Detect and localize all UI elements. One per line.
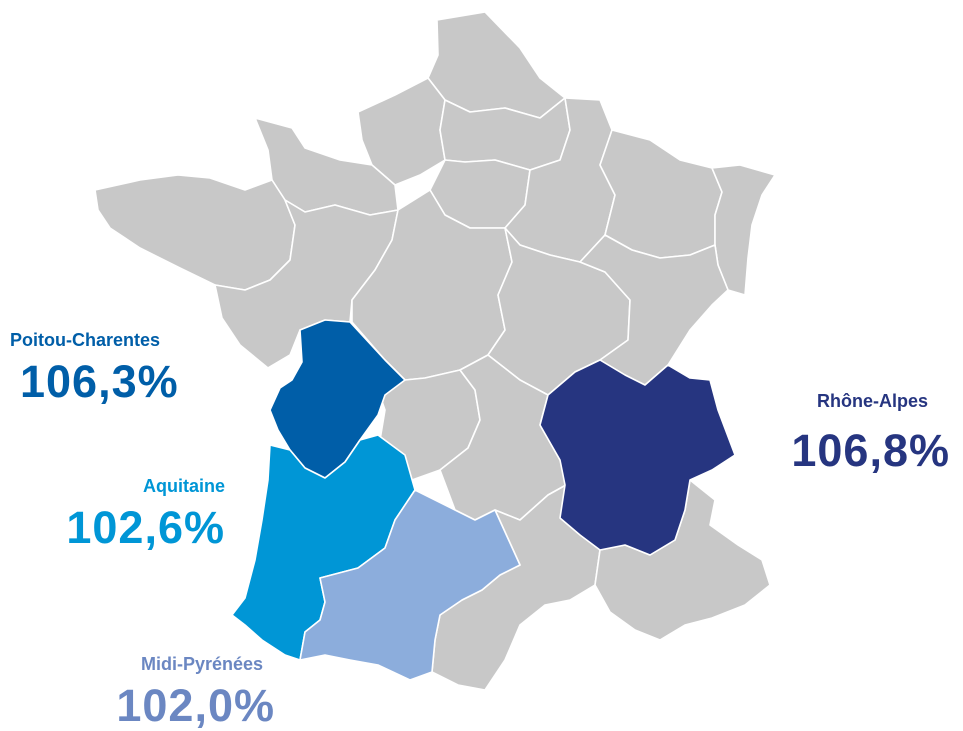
rhone-alpes-name: Rhône-Alpes (816, 391, 928, 411)
region-rhone-alpes (539, 359, 736, 556)
rhone-alpes-value: 106,8% (791, 425, 950, 476)
rhone-alpes-label: Rhône-Alpes 106,8% (770, 391, 950, 473)
aquitaine-label: Aquitaine 102,6% (40, 476, 225, 550)
midi-pyrenees-label: Midi-Pyrénées 102,0% (95, 654, 275, 728)
poitou-charentes-label: Poitou-Charentes 106,3% (10, 330, 179, 404)
region-alsace (711, 164, 776, 296)
poitou-charentes-value: 106,3% (20, 356, 179, 407)
region-picardie (439, 97, 571, 171)
region-bretagne (94, 174, 296, 291)
region-midi-pyrenees (299, 489, 521, 681)
aquitaine-name: Aquitaine (142, 476, 225, 496)
midi-pyrenees-value: 102,0% (116, 680, 275, 731)
region-lorraine (599, 129, 723, 259)
midi-pyrenees-name: Midi-Pyrénées (140, 654, 263, 674)
region-franche-comte (579, 234, 729, 386)
aquitaine-value: 102,6% (66, 502, 225, 553)
poitou-charentes-name: Poitou-Charentes (10, 330, 161, 350)
